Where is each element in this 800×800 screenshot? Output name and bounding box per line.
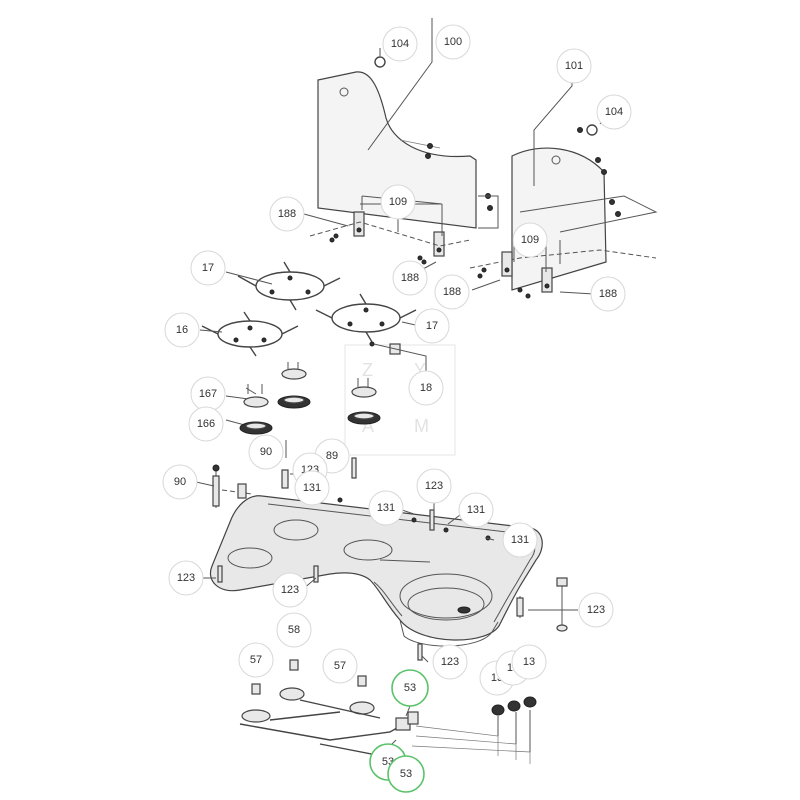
callout-label: 90 — [260, 446, 272, 458]
callout-label: 167 — [199, 388, 217, 400]
hinge-right — [501, 251, 553, 293]
callout-104-right: 104 — [596, 94, 632, 130]
callout-label: 123 — [281, 584, 299, 596]
callout-label: 101 — [565, 60, 583, 72]
callout-label: 57 — [250, 654, 262, 666]
callout-53-top: 53 — [391, 669, 429, 707]
pan-support-17-right — [315, 293, 417, 343]
callout-label: 166 — [197, 418, 215, 430]
knob-18 — [369, 341, 427, 376]
callout-53-right: 53 — [387, 755, 425, 793]
callout-label: 53 — [404, 682, 416, 694]
callout-58: 58 — [276, 612, 312, 648]
callout-label: 123 — [587, 604, 605, 616]
callout-188-d: 188 — [590, 276, 626, 312]
callout-label: 188 — [443, 286, 461, 298]
watermark-letter: M — [414, 416, 435, 436]
burner-set — [225, 362, 381, 458]
callout-90-a: 90 — [248, 434, 284, 470]
callout-label: 123 — [177, 572, 195, 584]
callout-label: 89 — [326, 450, 338, 462]
callout-188-c: 188 — [434, 274, 470, 310]
pan-support-17-left — [237, 261, 341, 311]
callout-100: 100 — [435, 24, 471, 60]
callout-131-a: 131 — [294, 470, 330, 506]
callout-109-b: 109 — [512, 222, 548, 258]
callout-label: 104 — [391, 38, 409, 50]
callout-17-right: 17 — [414, 308, 450, 344]
callout-166: 166 — [188, 406, 224, 442]
callout-label: 17 — [426, 320, 438, 332]
callout-57-left: 57 — [238, 642, 274, 678]
glass-lid-right — [469, 62, 658, 299]
callout-131-b: 131 — [368, 490, 404, 526]
callout-123-f: 123 — [432, 644, 468, 680]
callout-label: 131 — [303, 482, 321, 494]
callout-label: 57 — [334, 660, 346, 672]
callout-label: 188 — [278, 208, 296, 220]
callout-131-d: 131 — [502, 522, 538, 558]
gas-manifold — [239, 659, 537, 764]
callout-label: 18 — [420, 382, 432, 394]
callout-104-left: 104 — [382, 26, 418, 62]
callout-label: 109 — [521, 234, 539, 246]
pan-support-16 — [201, 311, 299, 357]
callout-label: 123 — [441, 656, 459, 668]
callout-16: 16 — [164, 312, 200, 348]
watermark-letter: Z — [362, 360, 379, 380]
callout-label: 53 — [400, 768, 412, 780]
callout-label: 123 — [425, 480, 443, 492]
callout-17-left: 17 — [190, 250, 226, 286]
callout-label: 100 — [444, 36, 462, 48]
callout-123-d: 123 — [272, 572, 308, 608]
callout-18: 18 — [408, 370, 444, 406]
callout-131-c: 131 — [458, 492, 494, 528]
callout-label: 16 — [176, 324, 188, 336]
fasteners — [212, 457, 568, 661]
hinge-left — [353, 211, 445, 257]
callout-label: 17 — [202, 262, 214, 274]
callout-label: 90 — [174, 476, 186, 488]
callout-167: 167 — [190, 376, 226, 412]
callout-123-c: 123 — [168, 560, 204, 596]
callout-label: 188 — [401, 272, 419, 284]
callout-188-b: 188 — [392, 260, 428, 296]
callout-123-b: 123 — [416, 468, 452, 504]
callout-13-c: 13 — [511, 644, 547, 680]
callout-101: 101 — [556, 48, 592, 84]
callout-label: 58 — [288, 624, 300, 636]
callout-123-e: 123 — [578, 592, 614, 628]
callout-label: 131 — [511, 534, 529, 546]
callout-label: 188 — [599, 288, 617, 300]
callout-109-a: 109 — [380, 184, 416, 220]
callout-label: 109 — [389, 196, 407, 208]
lid-right-screws — [577, 127, 621, 217]
callout-label: 13 — [523, 656, 535, 668]
callout-90-b: 90 — [162, 464, 198, 500]
callout-57-right: 57 — [322, 648, 358, 684]
lid-left-screws — [425, 143, 499, 229]
callout-188-a: 188 — [269, 196, 305, 232]
callout-label: 104 — [605, 106, 623, 118]
callout-label: 131 — [377, 502, 395, 514]
callout-label: 131 — [467, 504, 485, 516]
